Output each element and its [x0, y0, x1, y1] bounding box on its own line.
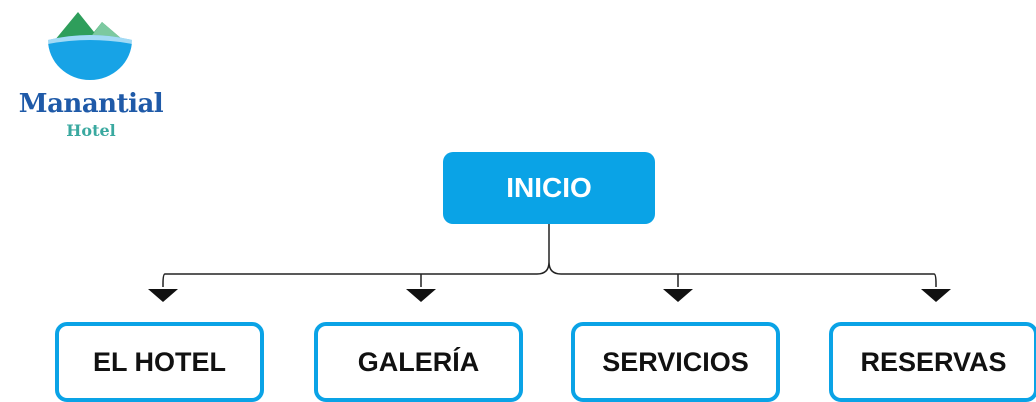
arrow-to-servicios	[663, 289, 693, 302]
arrow-to-reservas	[921, 289, 951, 302]
el-hotel-node[interactable]: EL HOTEL	[55, 322, 264, 402]
arrow-to-el-hotel	[148, 289, 178, 302]
mountain-water-icon	[48, 12, 132, 80]
servicios-node[interactable]: SERVICIOS	[571, 322, 780, 402]
reservas-node[interactable]: RESERVAS	[829, 322, 1036, 402]
root-connector	[162, 224, 937, 287]
arrow-to-galeria	[406, 289, 436, 302]
logo-wordmark: Manantial	[18, 89, 164, 119]
hotel-logo[interactable]: Manantial Hotel	[8, 6, 178, 146]
galeria-node[interactable]: GALERÍA	[314, 322, 523, 402]
logo-subtitle: Hotel	[66, 121, 116, 140]
inicio-node[interactable]: INICIO	[443, 152, 655, 224]
